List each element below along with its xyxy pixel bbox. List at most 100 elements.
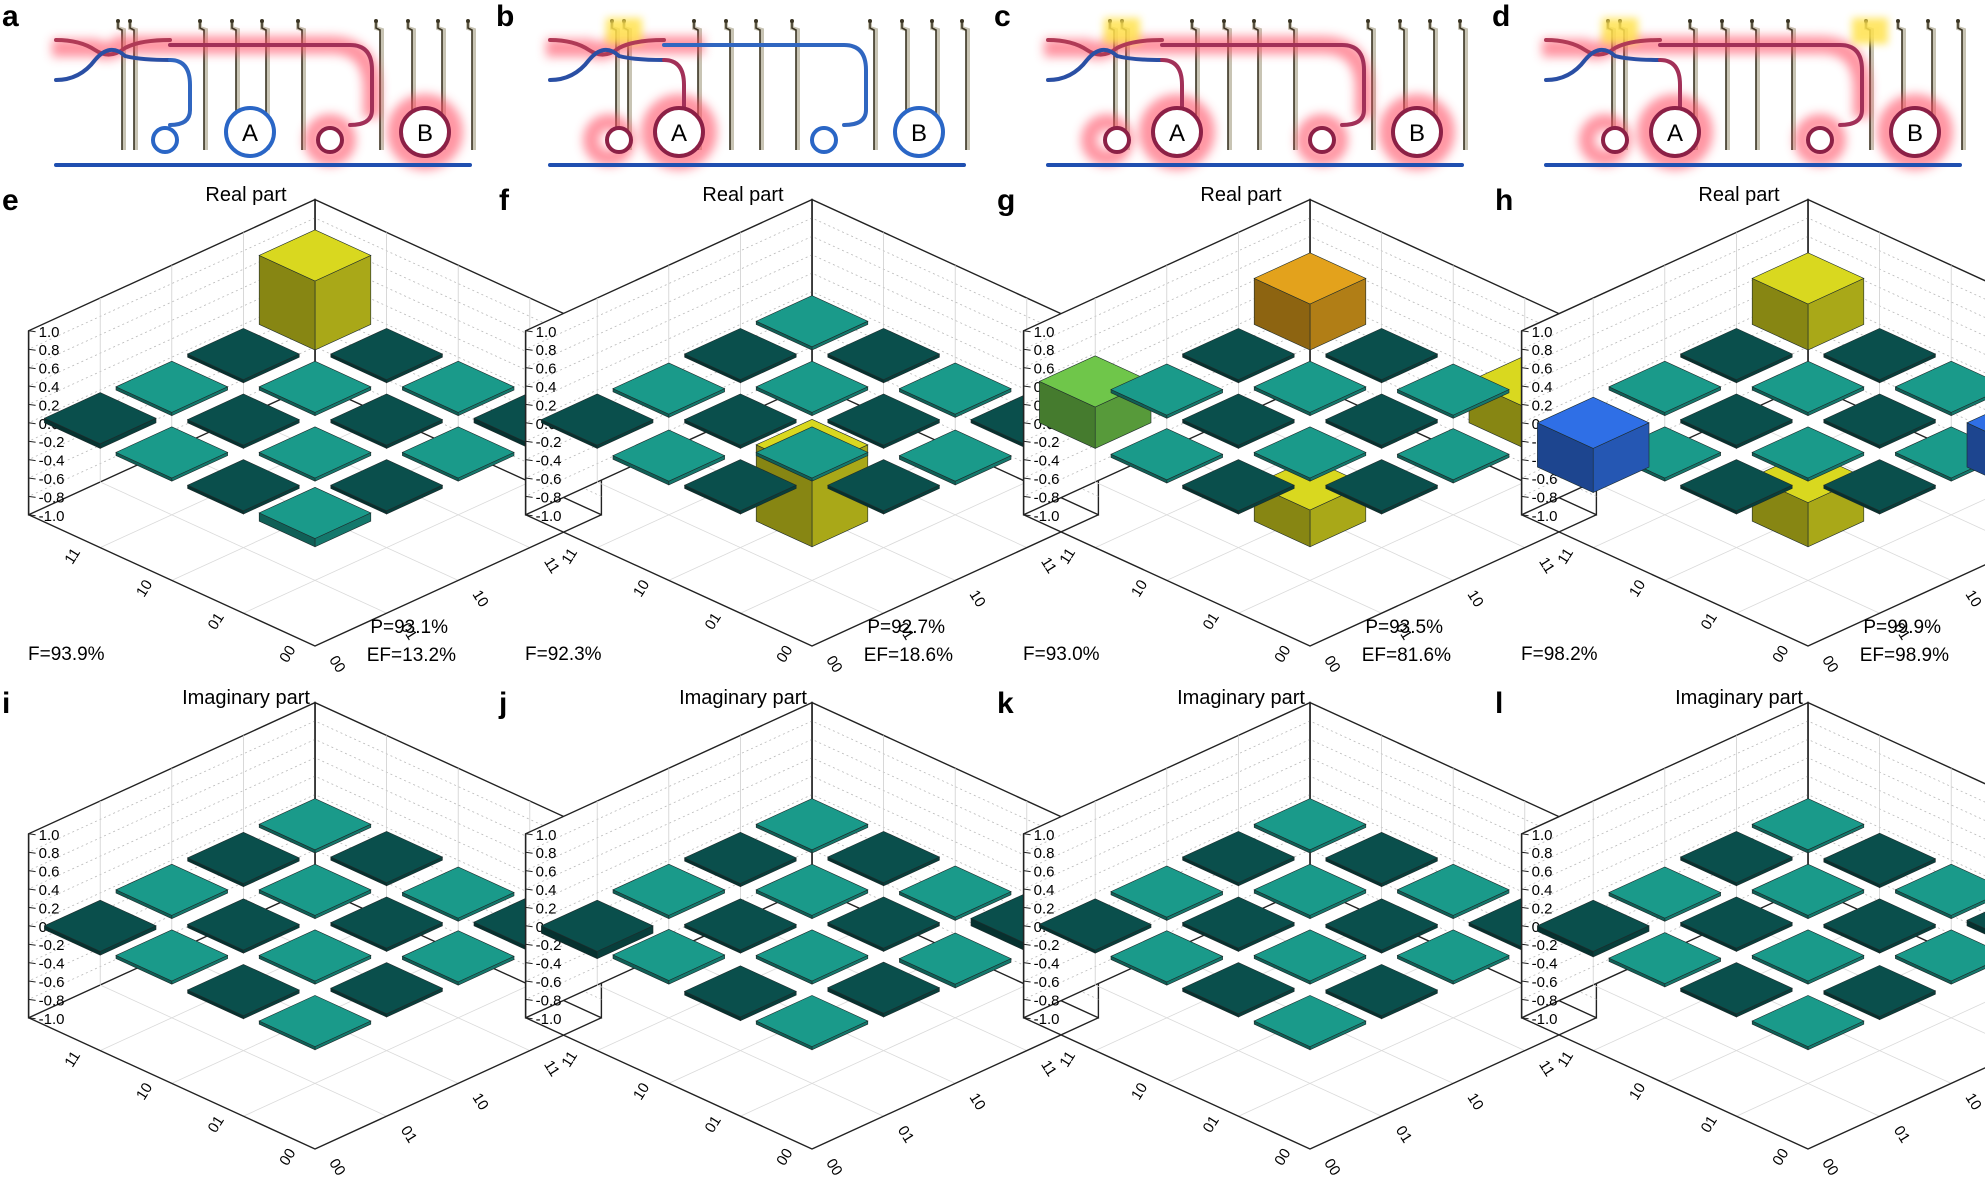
bar (827, 328, 941, 384)
bar (1679, 328, 1793, 384)
heater-pad (374, 19, 378, 23)
bar-top-face (1823, 393, 1937, 446)
z-tick-label: -0.4 (536, 956, 562, 973)
bar (186, 328, 300, 384)
bar-top-face (827, 393, 941, 446)
z-tick (28, 870, 36, 873)
bar-top-face (330, 831, 444, 883)
bar (115, 863, 229, 920)
bar-top-face (1823, 832, 1937, 885)
bar-top-face (1396, 363, 1510, 416)
bar-top-face (330, 328, 444, 380)
bar-top-face (258, 360, 372, 413)
z-tick (1023, 888, 1031, 891)
z-tick-label: 0.8 (1034, 342, 1055, 359)
bar-top-face (1823, 328, 1937, 380)
heater-pad (230, 19, 234, 23)
glow-ring-a (641, 94, 717, 170)
bar (1608, 932, 1722, 988)
row-tick-label: 00 (1818, 1156, 1841, 1179)
panel-letter: j (498, 687, 507, 720)
z-tick-label: -0.2 (1532, 937, 1558, 954)
bar-top-face (1110, 363, 1224, 416)
z-tick-label: -0.6 (1532, 974, 1558, 991)
col-tick-label: 00 (1271, 1146, 1294, 1169)
ring-label-b: B (911, 120, 927, 147)
row-tick-label: 01 (894, 620, 917, 643)
bar (330, 962, 444, 1018)
bar-top-face (258, 486, 372, 539)
heater-lead-shadow (790, 22, 800, 150)
waveguide-arm-a (168, 58, 192, 127)
bar-top-face (612, 429, 726, 482)
coupling-ring (1103, 126, 1131, 154)
row-tick-label: 01 (397, 1123, 420, 1146)
z-tick (28, 851, 36, 854)
z-tick-label: -0.4 (536, 453, 562, 470)
z-tick-label: -0.8 (536, 489, 562, 506)
z-tick (1521, 980, 1529, 983)
bar (898, 362, 1012, 418)
z-tick-label: 1.0 (1034, 324, 1055, 341)
bars (43, 798, 587, 1051)
bar-top-face (1325, 831, 1439, 884)
heater-lead (1223, 22, 1229, 150)
col-tick-label: 11 (558, 545, 581, 567)
z-tick (28, 422, 36, 425)
col-tick-label: 01 (1698, 1113, 1721, 1136)
bar (43, 899, 157, 956)
bar (612, 362, 726, 418)
heater-highlight-mid (1852, 18, 1888, 44)
bar (1679, 831, 1793, 887)
chart-title: Imaginary part (182, 687, 310, 709)
heater-pad (1750, 19, 1754, 23)
heater-pad (1956, 19, 1960, 23)
bar-top-face (1679, 831, 1793, 883)
bar (1823, 328, 1937, 384)
heater-lead (693, 22, 699, 150)
col-tick-label: 00 (773, 1146, 796, 1169)
z-tick (1521, 385, 1529, 388)
purity-label: P=93.1% (370, 617, 448, 638)
bar (1396, 363, 1510, 419)
bar-top-face (186, 964, 300, 1016)
heater-pad (692, 19, 696, 23)
bar-top-face (1181, 459, 1295, 512)
panel-letter: a (2, 0, 19, 33)
z-tick (1023, 925, 1031, 928)
z-tick (525, 385, 533, 388)
z-tick-label: -0.6 (536, 974, 562, 991)
floor-edge (1521, 514, 1985, 647)
heater-lead (1787, 22, 1793, 150)
coupling-ring (810, 126, 838, 154)
bar (1181, 459, 1295, 515)
bar (540, 393, 654, 449)
panel-letter: h (1495, 184, 1513, 217)
col-tick-label: 11 (1554, 545, 1577, 567)
heater-pad (1896, 19, 1900, 23)
col-tick-label: 11 (1554, 1048, 1577, 1070)
bar (1751, 360, 1865, 417)
bar-top-face (1751, 360, 1865, 413)
z-tick-label: 0.6 (536, 864, 557, 881)
z-tick-label: -0.6 (1034, 974, 1060, 991)
row-tick-label: 00 (822, 653, 845, 676)
bar-top-face (1679, 328, 1793, 380)
bar (1679, 459, 1793, 515)
bar-top-face (1751, 426, 1865, 479)
bar (612, 928, 726, 985)
z-tick (525, 367, 533, 370)
panel-letter: i (2, 687, 10, 720)
row-tick-label: 01 (1392, 620, 1415, 643)
heater-pad (1720, 19, 1724, 23)
bar-top-face (755, 360, 869, 413)
bar-top-face (1253, 995, 1367, 1047)
micro-ring (1889, 106, 1941, 158)
bar (1253, 252, 1367, 351)
bar-top-face (1608, 866, 1722, 919)
glow-arm-b (210, 36, 381, 118)
z-tick (1023, 495, 1031, 498)
z-tick-label: -0.6 (39, 471, 65, 488)
